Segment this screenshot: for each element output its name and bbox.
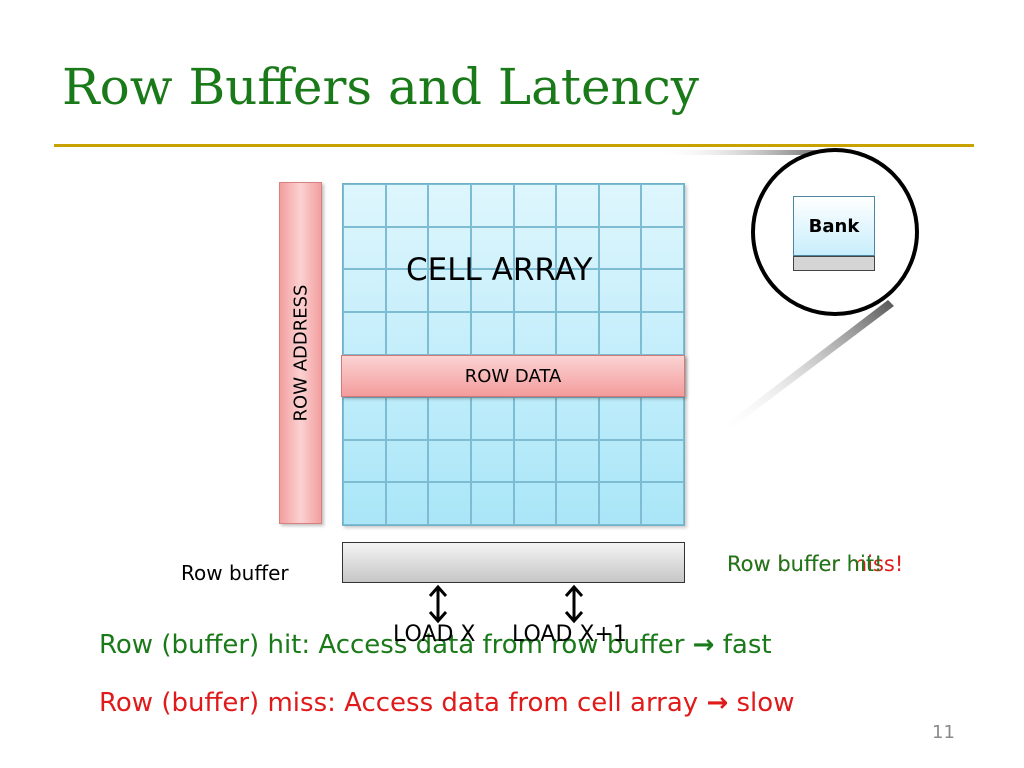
array-cell xyxy=(513,226,557,270)
row-address-decoder: ROW ADDRESS xyxy=(279,182,322,524)
array-cell xyxy=(343,439,386,483)
array-cell xyxy=(343,482,386,525)
array-cell xyxy=(513,397,557,440)
array-cell xyxy=(343,397,386,440)
array-cell xyxy=(513,269,557,312)
title-divider xyxy=(54,144,974,147)
load-x1-arrow xyxy=(564,584,584,624)
row-address-label: ROW ADDRESS xyxy=(290,284,311,422)
array-cell xyxy=(385,482,429,525)
array-cell xyxy=(513,482,557,525)
array-cell xyxy=(343,269,386,312)
load-x-arrow xyxy=(428,584,448,624)
row-data-bar: ROW DATA xyxy=(341,355,685,397)
array-cell xyxy=(343,226,386,270)
zoom-line-bottom xyxy=(718,300,894,434)
cell-array-grid xyxy=(342,183,685,526)
array-cell xyxy=(641,311,684,355)
array-cell xyxy=(470,311,514,355)
array-cell xyxy=(470,226,514,270)
right-arrow-icon: → xyxy=(706,688,729,718)
array-cell xyxy=(598,439,642,483)
array-cell xyxy=(556,269,599,312)
bullet-hit-text: Row (buffer) hit: Access data from row b… xyxy=(99,630,685,660)
array-cell xyxy=(470,269,514,312)
array-cell xyxy=(343,311,386,355)
array-cell xyxy=(470,184,514,227)
array-cell xyxy=(428,482,471,525)
array-cell xyxy=(641,184,684,227)
array-cell xyxy=(513,184,557,227)
array-cell xyxy=(598,311,642,355)
array-cell xyxy=(556,311,599,355)
cell-array-label: CELL ARRAY xyxy=(406,252,593,288)
row-buffer-label: Row buffer xyxy=(181,561,289,585)
array-cell xyxy=(641,269,684,312)
array-cell xyxy=(641,226,684,270)
array-cell xyxy=(598,397,642,440)
load-x1-label: LOAD X+1 xyxy=(512,622,627,647)
array-cell xyxy=(385,439,429,483)
bullet-row-hit: Row (buffer) hit: Access data from row b… xyxy=(99,630,772,660)
array-cell xyxy=(343,184,386,227)
bullet-miss-tail: slow xyxy=(728,688,795,718)
load-arrows xyxy=(428,584,584,624)
array-cell xyxy=(641,397,684,440)
array-cell xyxy=(641,482,684,525)
array-cell xyxy=(641,439,684,483)
array-cell xyxy=(385,184,429,227)
array-cell xyxy=(428,184,471,227)
row-buffer-box xyxy=(342,542,685,583)
array-cell xyxy=(556,439,599,483)
array-cell xyxy=(385,397,429,440)
array-cell xyxy=(428,397,471,440)
array-cell xyxy=(428,439,471,483)
array-cell xyxy=(513,439,557,483)
array-cell xyxy=(556,226,599,270)
array-cell xyxy=(470,439,514,483)
array-cell xyxy=(556,184,599,227)
load-x-label: LOAD X xyxy=(393,622,476,647)
array-cell xyxy=(385,311,429,355)
array-cell xyxy=(385,269,429,312)
array-cell xyxy=(428,226,471,270)
bullet-miss-text: Row (buffer) miss: Access data from cell… xyxy=(99,688,699,718)
row-data-label: ROW DATA xyxy=(464,365,562,387)
array-cell xyxy=(470,482,514,525)
array-cell xyxy=(598,482,642,525)
status-miss-text: Row buffer miss! xyxy=(727,552,904,576)
array-cell xyxy=(556,482,599,525)
zoom-line-top xyxy=(655,150,835,155)
bullet-hit-tail: fast xyxy=(714,630,772,660)
array-cell xyxy=(598,226,642,270)
array-cell xyxy=(598,184,642,227)
array-cell xyxy=(598,269,642,312)
array-cell xyxy=(385,226,429,270)
array-cell xyxy=(470,397,514,440)
status-hit-text: Row buffer hit! xyxy=(727,552,883,576)
page-number: 11 xyxy=(932,722,955,743)
right-arrow-icon: → xyxy=(692,630,715,660)
bank-box: Bank xyxy=(793,196,875,256)
bank-label: Bank xyxy=(808,215,860,237)
array-cell xyxy=(428,269,471,312)
array-cell xyxy=(513,311,557,355)
slide-title: Row Buffers and Latency xyxy=(62,58,700,116)
array-cell xyxy=(428,311,471,355)
bank-row-buffer-strip xyxy=(793,256,875,271)
array-cell xyxy=(556,397,599,440)
bullet-row-miss: Row (buffer) miss: Access data from cell… xyxy=(99,688,794,718)
